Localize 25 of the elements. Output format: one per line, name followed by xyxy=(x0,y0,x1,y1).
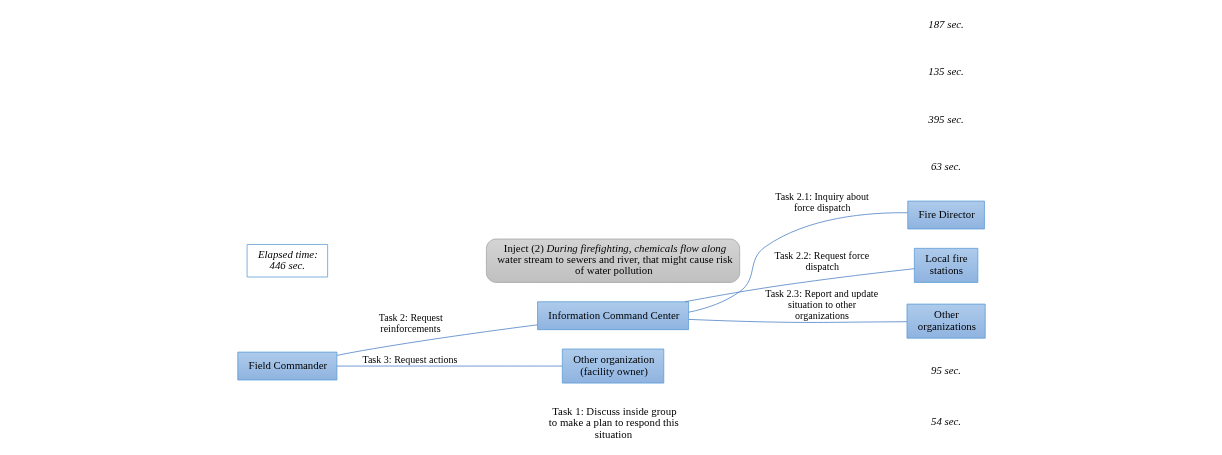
node-box: Other organizations xyxy=(906,303,986,339)
edge-label: Task 2.1: Inquiry about force dispatch xyxy=(774,190,869,213)
node-box: Other organization (facility owner) xyxy=(561,348,664,383)
label: 187 sec. xyxy=(927,17,964,30)
label: 54 sec. xyxy=(930,414,961,427)
node-box: Information Command Center xyxy=(536,300,689,330)
label: 63 sec. xyxy=(930,159,961,172)
label: 95 sec. xyxy=(930,363,961,376)
node-box: Local fire stations xyxy=(913,247,978,283)
node-box: Field Commander xyxy=(236,351,337,380)
connector xyxy=(336,323,538,356)
node-box: Elapsed time: 446 sec. xyxy=(246,243,328,277)
connector xyxy=(688,318,907,323)
node-box: Fire Director xyxy=(906,200,985,229)
edge-label: Task 2.2: Request force dispatch xyxy=(774,249,869,272)
edge-label: Task 2.3: Report and update situation to other organizations xyxy=(764,287,878,321)
connector xyxy=(687,211,908,313)
label: Task 1: Discuss inside group to make a plan to respond this situation xyxy=(548,404,679,440)
label: 395 sec. xyxy=(927,112,964,125)
edge-label: Task 3: Request actions xyxy=(361,353,457,365)
connector xyxy=(684,267,915,302)
node-box: Inject (2) During firefighting, chemicals flow along water stream to sewers and river, that might cause risk of water pollution xyxy=(485,238,740,283)
label: 135 sec. xyxy=(927,64,964,77)
edge-label: Task 2: Request reinforcements xyxy=(378,311,443,334)
connector xyxy=(336,365,563,366)
